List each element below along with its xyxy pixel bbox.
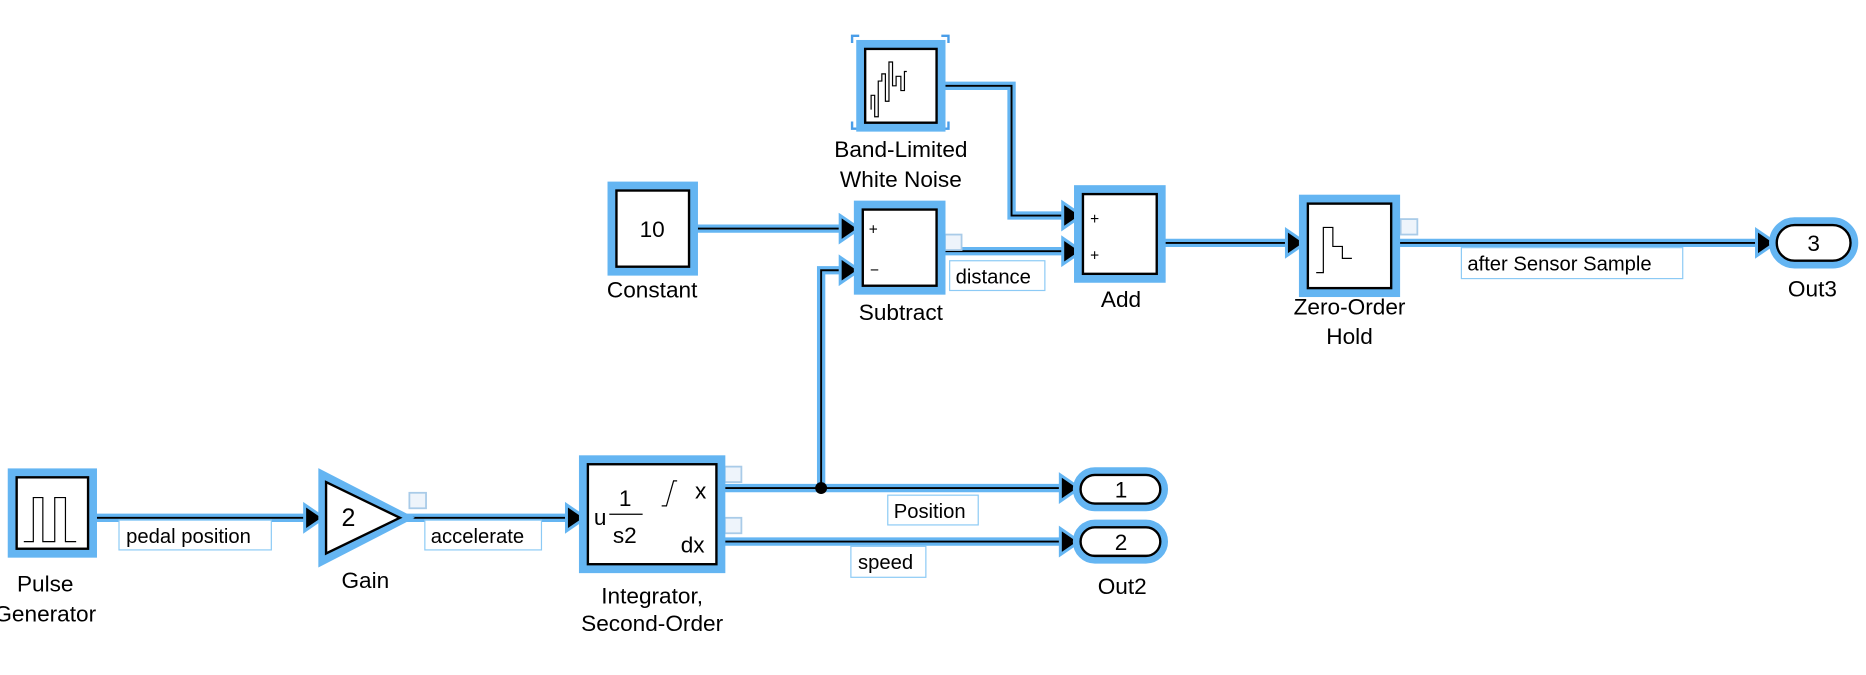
svg-text:Out3: Out3 xyxy=(1788,276,1837,301)
svg-text:+: + xyxy=(1090,248,1099,265)
block-add[interactable]: + + Add xyxy=(1074,185,1166,312)
staircase-icon xyxy=(1316,226,1352,274)
branch-point xyxy=(815,482,828,494)
signal-label-position[interactable]: Position xyxy=(887,494,979,526)
signal-distance[interactable] xyxy=(941,235,1085,268)
integral-icon xyxy=(661,480,678,507)
block-integrator-second-order[interactable]: u 1 s2 x dx Integrator, Second-Order xyxy=(578,455,726,636)
signal-label-pedal-position[interactable]: pedal position xyxy=(118,519,272,551)
port-value-indicator[interactable] xyxy=(723,516,743,535)
svg-text:−: − xyxy=(870,262,879,279)
svg-text:Out2: Out2 xyxy=(1098,574,1147,599)
block-zero-order-hold[interactable]: Zero-Order Hold xyxy=(1294,194,1406,349)
port-value-indicator[interactable] xyxy=(1399,218,1419,236)
signal-sum[interactable] xyxy=(1161,226,1309,259)
port-value-indicator[interactable] xyxy=(723,465,743,483)
svg-text:Gain: Gain xyxy=(341,568,389,593)
svg-text:dx: dx xyxy=(681,532,706,557)
svg-text:accelerate: accelerate xyxy=(431,526,524,548)
svg-text:Hold: Hold xyxy=(1326,324,1373,349)
signal-accelerate[interactable] xyxy=(405,501,589,534)
signal-label-accelerate[interactable]: accelerate xyxy=(424,519,543,551)
svg-text:1: 1 xyxy=(1115,478,1128,503)
signal-speed[interactable] xyxy=(721,525,1083,558)
block-constant[interactable]: 10 Constant xyxy=(607,181,698,303)
block-outport-3[interactable]: 3 Out3 xyxy=(1769,217,1859,301)
svg-text:speed: speed xyxy=(858,552,913,574)
svg-text:after Sensor Sample: after Sensor Sample xyxy=(1467,253,1651,275)
svg-text:Generator: Generator xyxy=(0,601,97,626)
signal-label-speed[interactable]: speed xyxy=(850,545,927,578)
svg-text:Integrator,: Integrator, xyxy=(601,583,703,608)
svg-text:+: + xyxy=(869,222,878,239)
svg-text:u: u xyxy=(594,505,607,530)
svg-text:1: 1 xyxy=(619,486,632,511)
svg-text:Subtract: Subtract xyxy=(859,300,944,325)
svg-text:distance: distance xyxy=(956,266,1031,288)
block-outport-1[interactable]: 1 xyxy=(1072,467,1169,512)
pulse-wave-icon xyxy=(23,496,77,543)
block-subtract[interactable]: + − Subtract xyxy=(853,200,946,325)
block-pulse-generator[interactable]: Pulse Generator xyxy=(0,468,97,627)
block-outport-2[interactable]: 2 Out2 xyxy=(1072,519,1169,599)
svg-text:Band-Limited: Band-Limited xyxy=(834,137,967,162)
svg-text:pedal position: pedal position xyxy=(126,526,251,548)
svg-text:2: 2 xyxy=(342,504,356,532)
block-band-limited-white-noise[interactable]: Band-Limited White Noise xyxy=(834,34,967,192)
svg-text:3: 3 xyxy=(1807,231,1820,256)
svg-text:s2: s2 xyxy=(613,523,637,548)
block-gain[interactable]: 2 Gain xyxy=(318,468,415,593)
svg-text:2: 2 xyxy=(1115,530,1128,555)
noise-signal-icon xyxy=(870,61,907,118)
signal-label-after-sensor-sample[interactable]: after Sensor Sample xyxy=(1460,247,1684,280)
svg-text:Constant: Constant xyxy=(607,278,698,303)
svg-text:Pulse: Pulse xyxy=(17,572,74,597)
svg-text:White Noise: White Noise xyxy=(840,167,962,192)
triangle-gain-icon xyxy=(324,480,403,556)
signal-constant[interactable] xyxy=(693,212,862,245)
svg-text:+: + xyxy=(1090,211,1099,228)
signal-noise[interactable] xyxy=(941,81,1085,232)
signal-pedal-position[interactable] xyxy=(92,501,327,534)
port-value-indicator[interactable] xyxy=(944,233,963,251)
svg-text:Position: Position xyxy=(894,501,966,523)
signal-label-distance[interactable]: distance xyxy=(949,260,1046,292)
svg-text:x: x xyxy=(695,479,707,504)
signal-position[interactable] xyxy=(721,254,1083,504)
svg-text:Add: Add xyxy=(1101,287,1141,312)
svg-text:Second-Order: Second-Order xyxy=(581,611,723,636)
signal-after-sensor[interactable] xyxy=(1395,226,1779,259)
port-value-indicator[interactable] xyxy=(408,491,427,510)
svg-text:Zero-Order: Zero-Order xyxy=(1294,294,1406,319)
svg-text:10: 10 xyxy=(640,217,665,242)
